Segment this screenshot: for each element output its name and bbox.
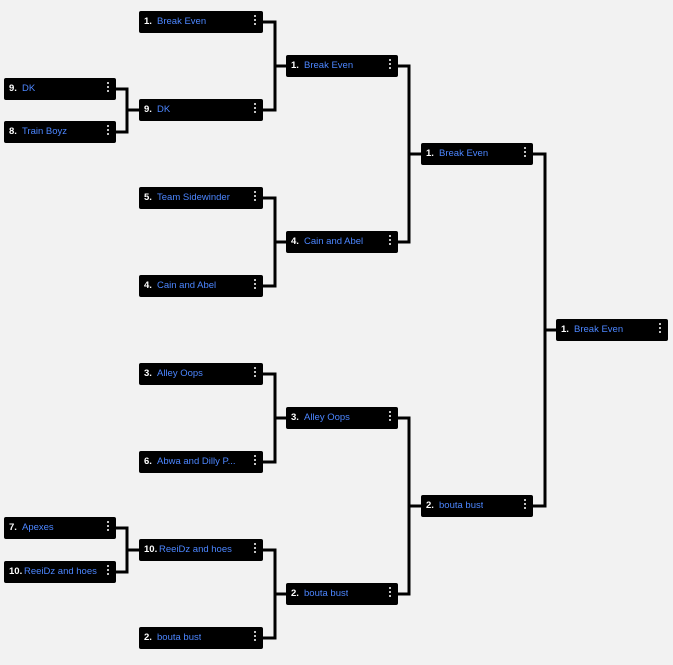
team-name[interactable]: Alley Oops <box>304 412 350 423</box>
bracket-slot-playin-1[interactable]: 9. DK <box>4 78 116 100</box>
bracket-slot-r1-3[interactable]: 5. Team Sidewinder <box>139 187 263 209</box>
bracket-slot-qf-3[interactable]: 3. Alley Oops <box>286 407 398 429</box>
bracket-slot-r1-1[interactable]: 1. Break Even <box>139 11 263 33</box>
seed-label: 9. <box>144 104 152 115</box>
team-name[interactable]: DK <box>157 104 171 115</box>
team-name[interactable]: Team Sidewinder <box>157 192 230 203</box>
team-name[interactable]: ReeiDz and hoes <box>24 566 97 577</box>
team-name[interactable]: Cain and Abel <box>304 236 364 247</box>
vertical-ellipsis-icon[interactable] <box>104 564 112 576</box>
team-name[interactable]: Cain and Abel <box>157 280 217 291</box>
vertical-ellipsis-icon[interactable] <box>251 190 259 202</box>
seed-label: 6. <box>144 456 152 467</box>
seed-label: 2. <box>144 632 152 643</box>
seed-label: 1. <box>426 148 434 159</box>
seed-label: 2. <box>426 500 434 511</box>
vertical-ellipsis-icon[interactable] <box>521 146 529 158</box>
bracket-slot-qf-4[interactable]: 2. bouta bust <box>286 583 398 605</box>
team-name[interactable]: Apexes <box>22 522 54 533</box>
bracket-slot-playin-4[interactable]: 10. ReeiDz and hoes <box>4 561 116 583</box>
bracket-slot-playin-2[interactable]: 8. Train Boyz <box>4 121 116 143</box>
vertical-ellipsis-icon[interactable] <box>251 102 259 114</box>
seed-label: 1. <box>561 324 569 335</box>
bracket-slot-champion[interactable]: 1. Break Even <box>556 319 668 341</box>
vertical-ellipsis-icon[interactable] <box>656 322 664 334</box>
bracket-slot-r1-4[interactable]: 4. Cain and Abel <box>139 275 263 297</box>
seed-label: 1. <box>144 16 152 27</box>
vertical-ellipsis-icon[interactable] <box>386 234 394 246</box>
vertical-ellipsis-icon[interactable] <box>104 520 112 532</box>
bracket-slot-r1-2[interactable]: 9. DK <box>139 99 263 121</box>
seed-label: 3. <box>291 412 299 423</box>
team-name[interactable]: Break Even <box>157 16 207 27</box>
vertical-ellipsis-icon[interactable] <box>251 454 259 466</box>
team-name[interactable]: bouta bust <box>439 500 484 511</box>
vertical-ellipsis-icon[interactable] <box>104 81 112 93</box>
seed-label: 10. <box>9 566 23 577</box>
bracket-slot-qf-1[interactable]: 1. Break Even <box>286 55 398 77</box>
bracket-slot-r1-5[interactable]: 3. Alley Oops <box>139 363 263 385</box>
seed-label: 9. <box>9 83 17 94</box>
bracket-slot-r1-6[interactable]: 6. Abwa and Dilly P... <box>139 451 263 473</box>
vertical-ellipsis-icon[interactable] <box>386 410 394 422</box>
team-name[interactable]: Abwa and Dilly P... <box>157 456 236 467</box>
vertical-ellipsis-icon[interactable] <box>251 14 259 26</box>
vertical-ellipsis-icon[interactable] <box>251 366 259 378</box>
seed-label: 1. <box>291 60 299 71</box>
seed-label: 5. <box>144 192 152 203</box>
team-name[interactable]: DK <box>22 83 36 94</box>
bracket-slot-r1-8[interactable]: 2. bouta bust <box>139 627 263 649</box>
team-name[interactable]: Alley Oops <box>157 368 203 379</box>
seed-label: 8. <box>9 126 17 137</box>
vertical-ellipsis-icon[interactable] <box>521 498 529 510</box>
vertical-ellipsis-icon[interactable] <box>251 630 259 642</box>
bracket-slot-qf-2[interactable]: 4. Cain and Abel <box>286 231 398 253</box>
team-name[interactable]: bouta bust <box>157 632 202 643</box>
team-name[interactable]: Break Even <box>304 60 354 71</box>
seed-label: 2. <box>291 588 299 599</box>
team-name[interactable]: Train Boyz <box>22 126 68 137</box>
bracket-slot-playin-3[interactable]: 7. Apexes <box>4 517 116 539</box>
seed-label: 7. <box>9 522 17 533</box>
team-name[interactable]: Break Even <box>574 324 624 335</box>
seed-label: 3. <box>144 368 152 379</box>
vertical-ellipsis-icon[interactable] <box>251 278 259 290</box>
vertical-ellipsis-icon[interactable] <box>386 58 394 70</box>
vertical-ellipsis-icon[interactable] <box>104 124 112 136</box>
seed-label: 4. <box>291 236 299 247</box>
seed-label: 10. <box>144 544 158 555</box>
team-name[interactable]: ReeiDz and hoes <box>159 544 232 555</box>
vertical-ellipsis-icon[interactable] <box>386 586 394 598</box>
bracket-slot-r1-7[interactable]: 10. ReeiDz and hoes <box>139 539 263 561</box>
team-name[interactable]: bouta bust <box>304 588 349 599</box>
team-name[interactable]: Break Even <box>439 148 489 159</box>
seed-label: 4. <box>144 280 152 291</box>
bracket-slot-sf-1[interactable]: 1. Break Even <box>421 143 533 165</box>
bracket-slot-sf-2[interactable]: 2. bouta bust <box>421 495 533 517</box>
vertical-ellipsis-icon[interactable] <box>251 542 259 554</box>
